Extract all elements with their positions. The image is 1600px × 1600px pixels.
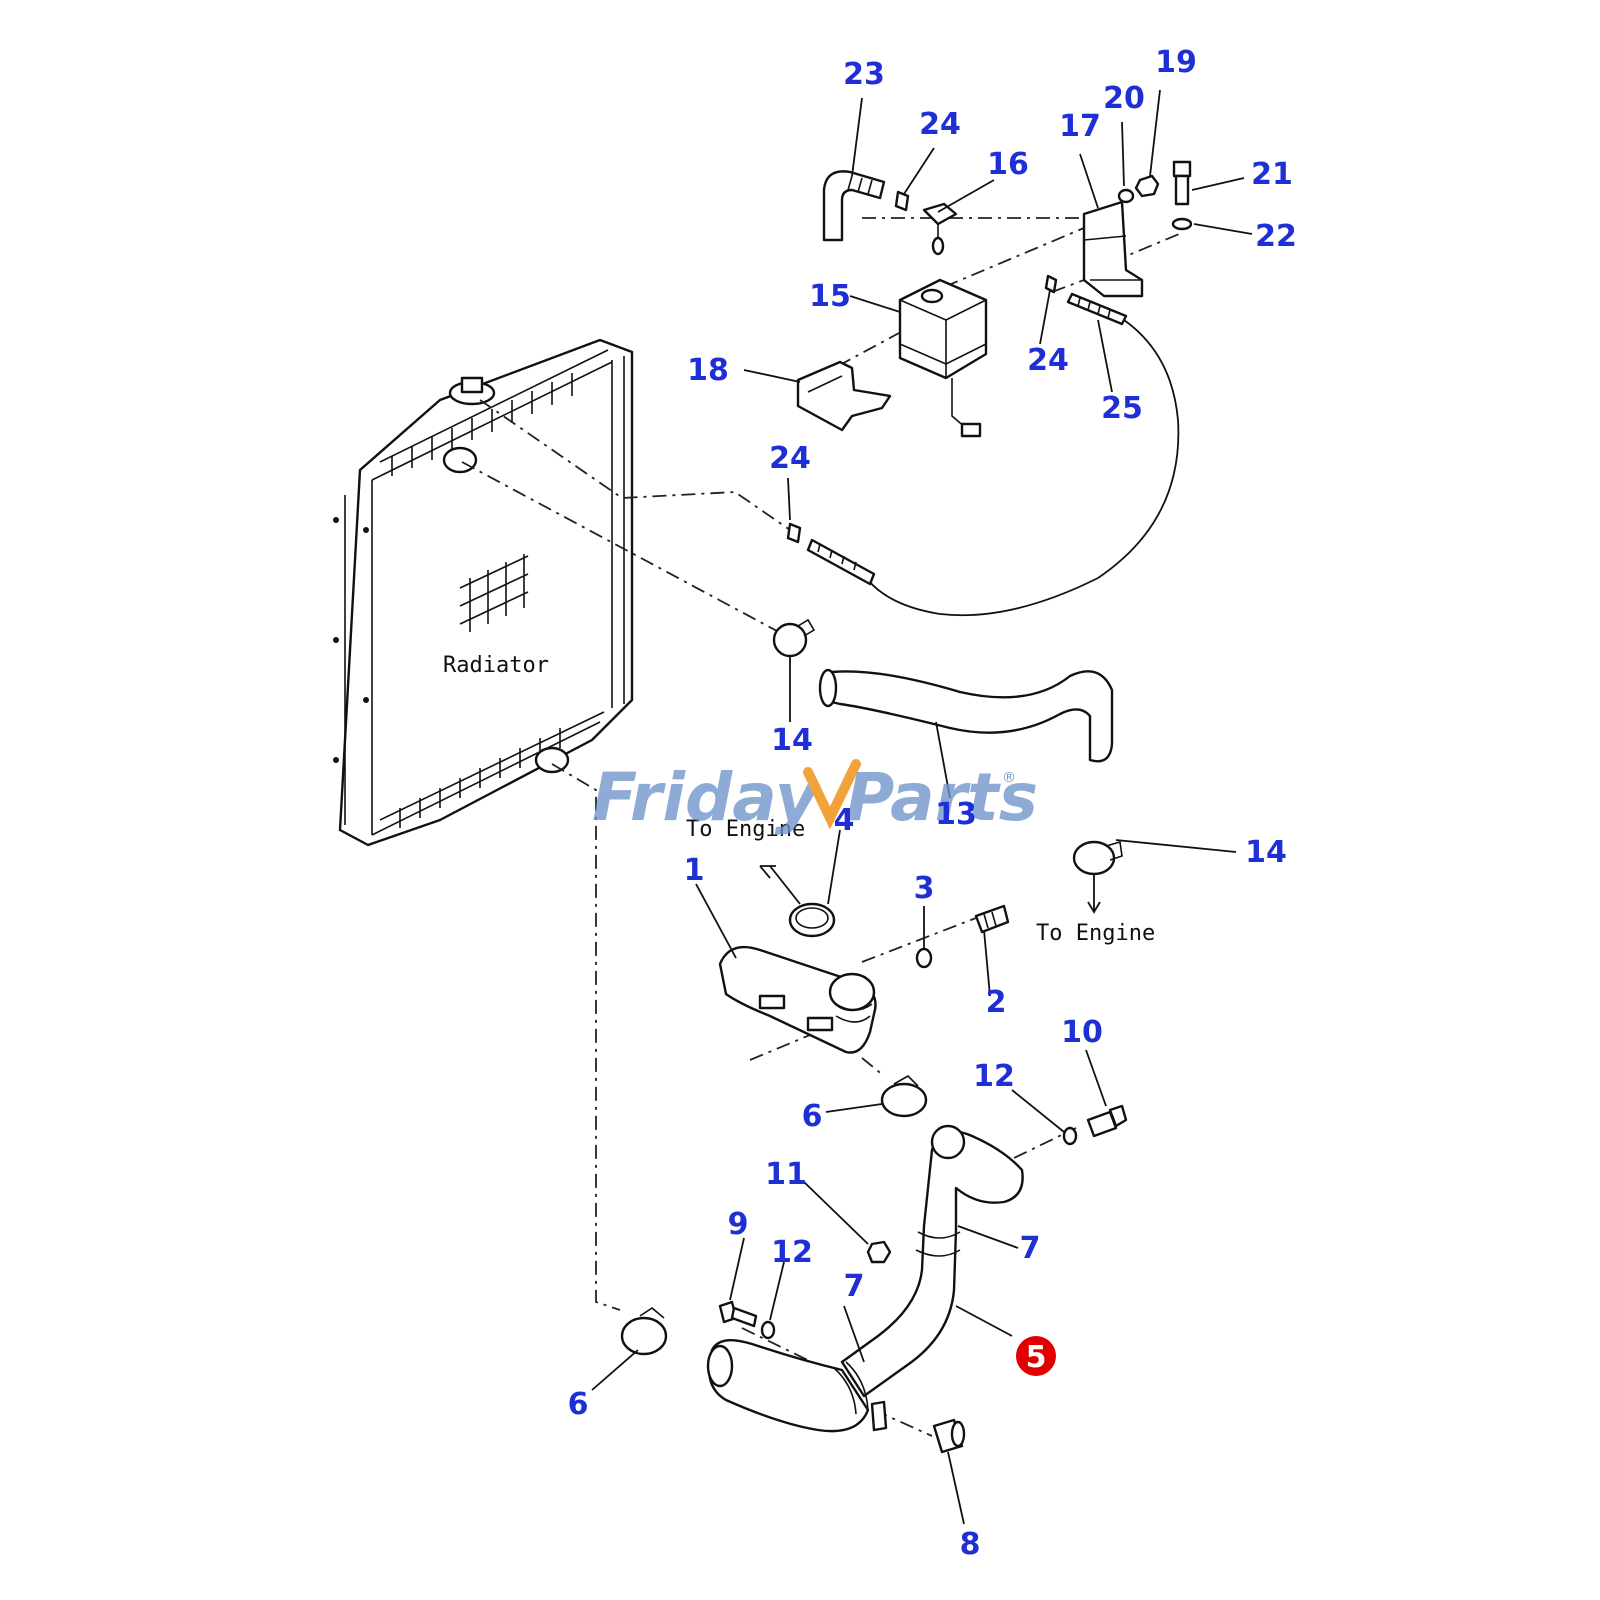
callout-8: 8: [960, 1527, 981, 1562]
hose-13: [818, 668, 1114, 763]
to-engine-label-left: To Engine: [686, 817, 805, 842]
nut-19: [1134, 174, 1160, 198]
callout-13: 13: [935, 797, 977, 832]
clamp-24-top: [894, 190, 910, 212]
hose-25: [867, 292, 1180, 617]
washer-20: [1117, 188, 1135, 204]
callout-12-lower: 12: [771, 1235, 813, 1270]
radiator-label: Radiator: [443, 653, 549, 678]
callout-24-lower: 24: [769, 441, 811, 476]
callout-20: 20: [1103, 81, 1145, 116]
watermark-swoosh-icon: [803, 759, 861, 830]
registered-mark: ®: [1002, 770, 1016, 786]
callout-9: 9: [728, 1207, 749, 1242]
watermark-logo: Friday Parts ®: [592, 759, 1038, 836]
callout-6-upper: 6: [802, 1099, 823, 1134]
nut-11: [866, 1240, 892, 1264]
leader-lines: [591, 89, 1253, 1525]
clamp-24-right: [1044, 274, 1058, 294]
callout-1: 1: [684, 853, 705, 888]
clamp-14-upper: [772, 618, 816, 658]
watermark-text-right: Parts: [846, 759, 1038, 836]
bolt-2: [974, 904, 1010, 934]
callout-5-highlight: 5: [1016, 1336, 1056, 1376]
callout-7-lower: 7: [844, 1269, 865, 1304]
highlight-circle-icon: [1016, 1336, 1056, 1376]
sleeve-8: [932, 1418, 966, 1454]
callout-6-lower: 6: [568, 1387, 589, 1422]
callout-14-right: 14: [1245, 835, 1287, 870]
callout-15: 15: [809, 279, 851, 314]
clamp-6-lower: [620, 1307, 668, 1356]
callout-25: 25: [1101, 391, 1143, 426]
callout-numbers: 23 24 16 17 20 19 21 22 15 18 24 25 24 1…: [568, 45, 1297, 1562]
watermark-text-left: Friday: [592, 759, 821, 836]
washer-12-lower: [760, 1320, 776, 1340]
callout-4: 4: [834, 803, 855, 838]
callout-23: 23: [843, 57, 885, 92]
pipe-5: [840, 1124, 1024, 1398]
bracket-lower: [870, 1400, 888, 1432]
radiator-drawing: [333, 338, 634, 847]
callout-7-upper: 7: [1020, 1231, 1041, 1266]
callout-24-right: 24: [1027, 343, 1069, 378]
washer-22: [1171, 217, 1193, 231]
callout-2: 2: [986, 985, 1007, 1020]
clamp-24-lower: [786, 522, 802, 544]
callout-5: 5: [1026, 1340, 1047, 1375]
washer-3: [915, 947, 933, 969]
bracket-17: [1082, 200, 1144, 298]
clamp-14-right: [1072, 840, 1123, 876]
bolt-10: [1086, 1104, 1128, 1138]
elbow-pipe-1: [718, 945, 877, 1054]
hose-7-lower: [706, 1338, 870, 1433]
to-engine-label-right: To Engine: [1036, 921, 1155, 946]
callout-14-upper: 14: [771, 723, 813, 758]
callout-21: 21: [1251, 157, 1293, 192]
callout-24-top: 24: [919, 107, 961, 142]
bracket-18: [796, 360, 892, 432]
callout-11: 11: [765, 1157, 807, 1192]
hose-23: [822, 170, 886, 242]
bolt-9: [718, 1300, 758, 1328]
callout-12-upper: 12: [973, 1059, 1015, 1094]
callout-17: 17: [1059, 109, 1101, 144]
clamp-6-upper: [880, 1075, 928, 1118]
callout-22: 22: [1255, 219, 1297, 254]
bolt-21: [1172, 160, 1192, 206]
hose-overflow: [806, 538, 876, 586]
washer-12-upper: [1062, 1126, 1078, 1146]
callout-19: 19: [1155, 45, 1197, 80]
cap-16: [922, 202, 958, 256]
reservoir-tank-15: [898, 278, 988, 438]
clamp-4: [788, 902, 836, 938]
callout-16: 16: [987, 147, 1029, 182]
callout-10: 10: [1061, 1015, 1103, 1050]
callout-3: 3: [914, 871, 935, 906]
callout-18: 18: [687, 353, 729, 388]
